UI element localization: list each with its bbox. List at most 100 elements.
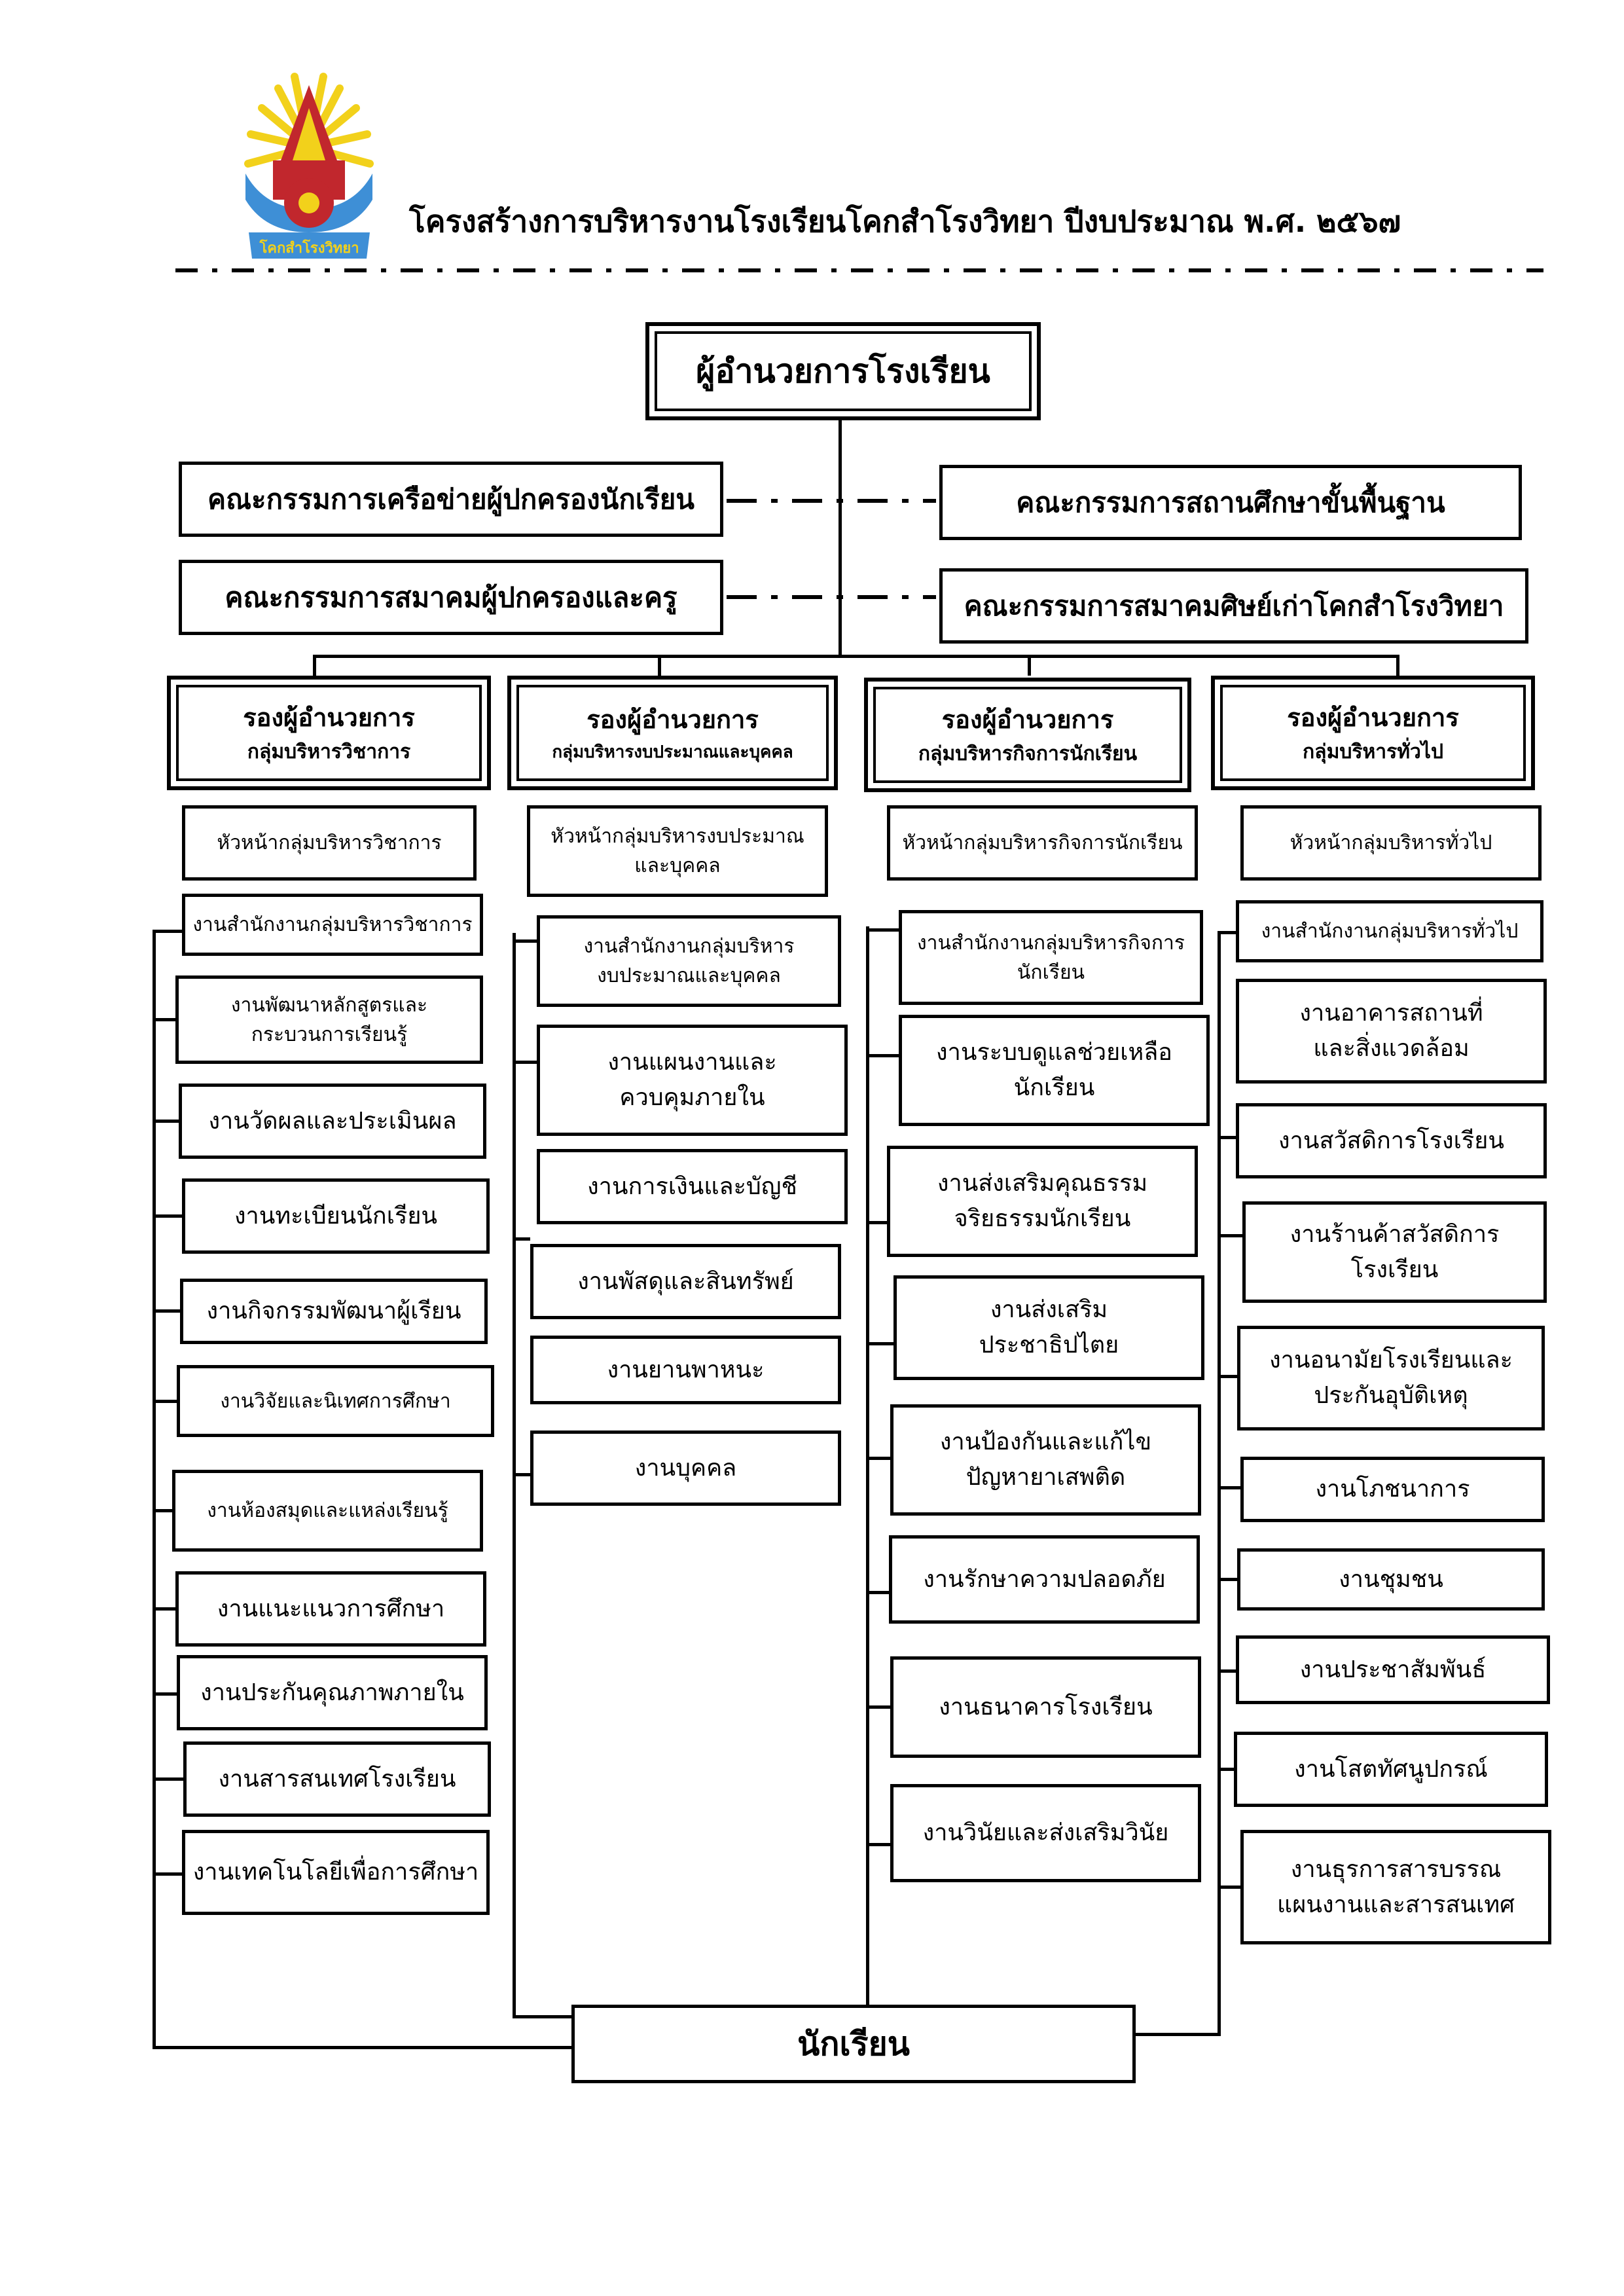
spine-academic	[153, 933, 156, 2049]
task-general-1: งานสำนักงานกลุ่มบริหารทั่วไป	[1236, 900, 1543, 962]
task-academic-2: งานพัฒนาหลักสูตรและ กระบวนการเรียนรู้	[175, 975, 483, 1064]
task-general-6: งานโภชนาการ	[1240, 1457, 1545, 1522]
connector	[1218, 1768, 1234, 1771]
connector	[1218, 1669, 1236, 1673]
task-budget-2: งานแผนงานและ ควบคุมภายใน	[537, 1025, 848, 1136]
task-general-4: งานร้านค้าสวัสดิการ โรงเรียน	[1242, 1201, 1547, 1303]
deputy-budget-box: รองผู้อำนวยการกลุ่มบริหารงบประมาณและบุคค…	[507, 676, 838, 790]
connector	[153, 1872, 182, 1876]
task-general-9: งานโสตทัศนูปกรณ์	[1234, 1732, 1548, 1807]
deputy-group: กลุ่มบริหารงบประมาณและบุคคล	[552, 742, 793, 762]
committee-parent-network: คณะกรรมการเครือข่ายผู้ปกครองนักเรียน	[179, 462, 723, 537]
deputy-title: รองผู้อำนวยการ	[941, 704, 1114, 734]
connector	[153, 1309, 180, 1313]
connector	[866, 928, 899, 932]
connector	[153, 1607, 175, 1611]
connector	[866, 1843, 890, 1846]
deputy-general-box: รองผู้อำนวยการกลุ่มบริหารทั่วไป	[1211, 676, 1535, 790]
task-budget-5: งานยานพาหนะ	[530, 1336, 841, 1404]
deputy-drop-1	[313, 655, 316, 676]
connector	[153, 1214, 182, 1218]
task-academic-8: งานแนะแนวการศึกษา	[175, 1571, 486, 1647]
connector	[866, 1221, 887, 1224]
head-general: หัวหน้ากลุ่มบริหารทั่วไป	[1240, 805, 1542, 881]
connector	[153, 1777, 183, 1781]
budget-to-students-line	[513, 2015, 571, 2018]
deputy-drop-2	[658, 655, 661, 676]
page-title: โครงสร้างการบริหารงานโรงเรียนโคกสำโรงวิท…	[409, 204, 1401, 239]
task-general-2: งานอาคารสถานที่ และสิ่งแวดล้อม	[1236, 979, 1547, 1084]
deputy-academic-box: รองผู้อำนวยการกลุ่มบริหารวิชาการ	[167, 676, 491, 790]
task-student-5: งานป้องกันและแก้ไข ปัญหายาเสพติด	[890, 1404, 1201, 1516]
deputy-student-affairs-box: รองผู้อำนวยการกลุ่มบริหารกิจการนักเรียน	[864, 678, 1191, 792]
connector	[1218, 1578, 1237, 1581]
task-budget-3: งานการเงินและบัญชี	[537, 1149, 848, 1224]
connector	[513, 1061, 537, 1064]
connector	[1218, 1136, 1236, 1139]
task-general-7: งานชุมชน	[1237, 1548, 1545, 1611]
connector	[866, 1705, 890, 1709]
connector	[153, 1018, 175, 1021]
task-academic-10: งานสารสนเทศโรงเรียน	[183, 1741, 491, 1817]
spine-student-affairs	[866, 926, 869, 2046]
task-budget-1: งานสำนักงานกลุ่มบริหาร งบประมาณและบุคคล	[537, 915, 841, 1007]
connector	[153, 1400, 177, 1403]
connector	[513, 1237, 530, 1241]
deputy-group: กลุ่มบริหารทั่วไป	[1303, 740, 1443, 763]
task-academic-5: งานกิจกรรมพัฒนาผู้เรียน	[180, 1279, 488, 1344]
task-academic-9: งานประกันคุณภาพภายใน	[177, 1655, 488, 1730]
deputy-drop-3	[1028, 655, 1031, 676]
academic-to-students-line	[153, 2046, 571, 2049]
task-student-4: งานส่งเสริม ประชาธิปไตย	[893, 1275, 1204, 1380]
task-academic-7: งานห้องสมุดและแหล่งเรียนรู้	[172, 1470, 483, 1552]
deputy-group: กลุ่มบริหารวิชาการ	[247, 740, 411, 763]
connector	[866, 1591, 889, 1594]
connector	[866, 1054, 899, 1057]
school-logo: โคกสำโรงวิทยา	[239, 69, 380, 265]
connector	[153, 1509, 172, 1512]
task-general-8: งานประชาสัมพันธ์	[1236, 1635, 1550, 1704]
deputy-group: กลุ่มบริหารกิจการนักเรียน	[918, 742, 1138, 765]
task-general-10: งานธุรการสารบรรณ แผนงานและสารสนเทศ	[1240, 1830, 1551, 1944]
header-divider	[175, 268, 1543, 272]
task-academic-3: งานวัดผลและประเมินผล	[179, 1084, 486, 1159]
task-student-7: งานธนาคารโรงเรียน	[890, 1656, 1201, 1758]
spine-general	[1218, 933, 1221, 2033]
task-general-5: งานอนามัยโรงเรียนและ ประกันอุบัติเหตุ	[1237, 1326, 1545, 1430]
connector	[1218, 1486, 1240, 1489]
task-academic-6: งานวิจัยและนิเทศการศึกษา	[177, 1365, 494, 1437]
general-to-students-line	[1132, 2033, 1221, 2036]
deputy-title: รองผู้อำนวยการ	[243, 702, 415, 732]
task-student-2: งานระบบดูแลช่วยเหลือ นักเรียน	[899, 1015, 1210, 1126]
head-budget: หัวหน้ากลุ่มบริหารงบประมาณ และบุคคล	[527, 805, 828, 897]
committee-basic-education: คณะกรรมการสถานศึกษาขั้นพื้นฐาน	[939, 465, 1522, 540]
head-student-affairs: หัวหน้ากลุ่มบริหารกิจการนักเรียน	[887, 805, 1198, 881]
connector	[1218, 931, 1236, 934]
task-student-6: งานรักษาความปลอดภัย	[889, 1535, 1200, 1624]
connector	[153, 1692, 177, 1696]
school-emblem-icon	[244, 73, 374, 259]
logo-banner-text: โคกสำโรงวิทยา	[259, 240, 359, 257]
task-general-3: งานสวัสดิการโรงเรียน	[1236, 1103, 1547, 1178]
deputy-bus-line	[313, 655, 1399, 658]
task-budget-6: งานบุคคล	[530, 1430, 841, 1506]
connector	[513, 1473, 530, 1476]
connector	[1218, 1886, 1240, 1889]
director-box: ผู้อำนวยการโรงเรียน	[645, 322, 1041, 420]
committee-parent-teacher: คณะกรรมการสมาคมผู้ปกครองและครู	[179, 560, 723, 635]
task-academic-11: งานเทคโนโลยีเพื่อการศึกษา	[182, 1830, 490, 1915]
deputy-drop-4	[1396, 655, 1399, 676]
head-academic: หัวหน้ากลุ่มบริหารวิชาการ	[182, 805, 477, 881]
task-student-8: งานวินัยและส่งเสริมวินัย	[890, 1784, 1201, 1882]
connector	[866, 1457, 890, 1460]
committee-alumni: คณะกรรมการสมาคมศิษย์เก่าโคกสำโรงวิทยา	[939, 568, 1528, 644]
director-trunk-line	[839, 420, 842, 656]
task-student-3: งานส่งเสริมคุณธรรม จริยธรรมนักเรียน	[887, 1146, 1198, 1257]
deputy-title: รองผู้อำนวยการ	[1287, 702, 1459, 732]
connector	[513, 939, 537, 943]
task-budget-4: งานพัสดุและสินทรัพย์	[530, 1244, 841, 1319]
connector	[153, 1120, 179, 1123]
connector	[1218, 1375, 1237, 1378]
connector	[1218, 1234, 1242, 1237]
deputy-title: รองผู้อำนวยการ	[586, 704, 759, 734]
